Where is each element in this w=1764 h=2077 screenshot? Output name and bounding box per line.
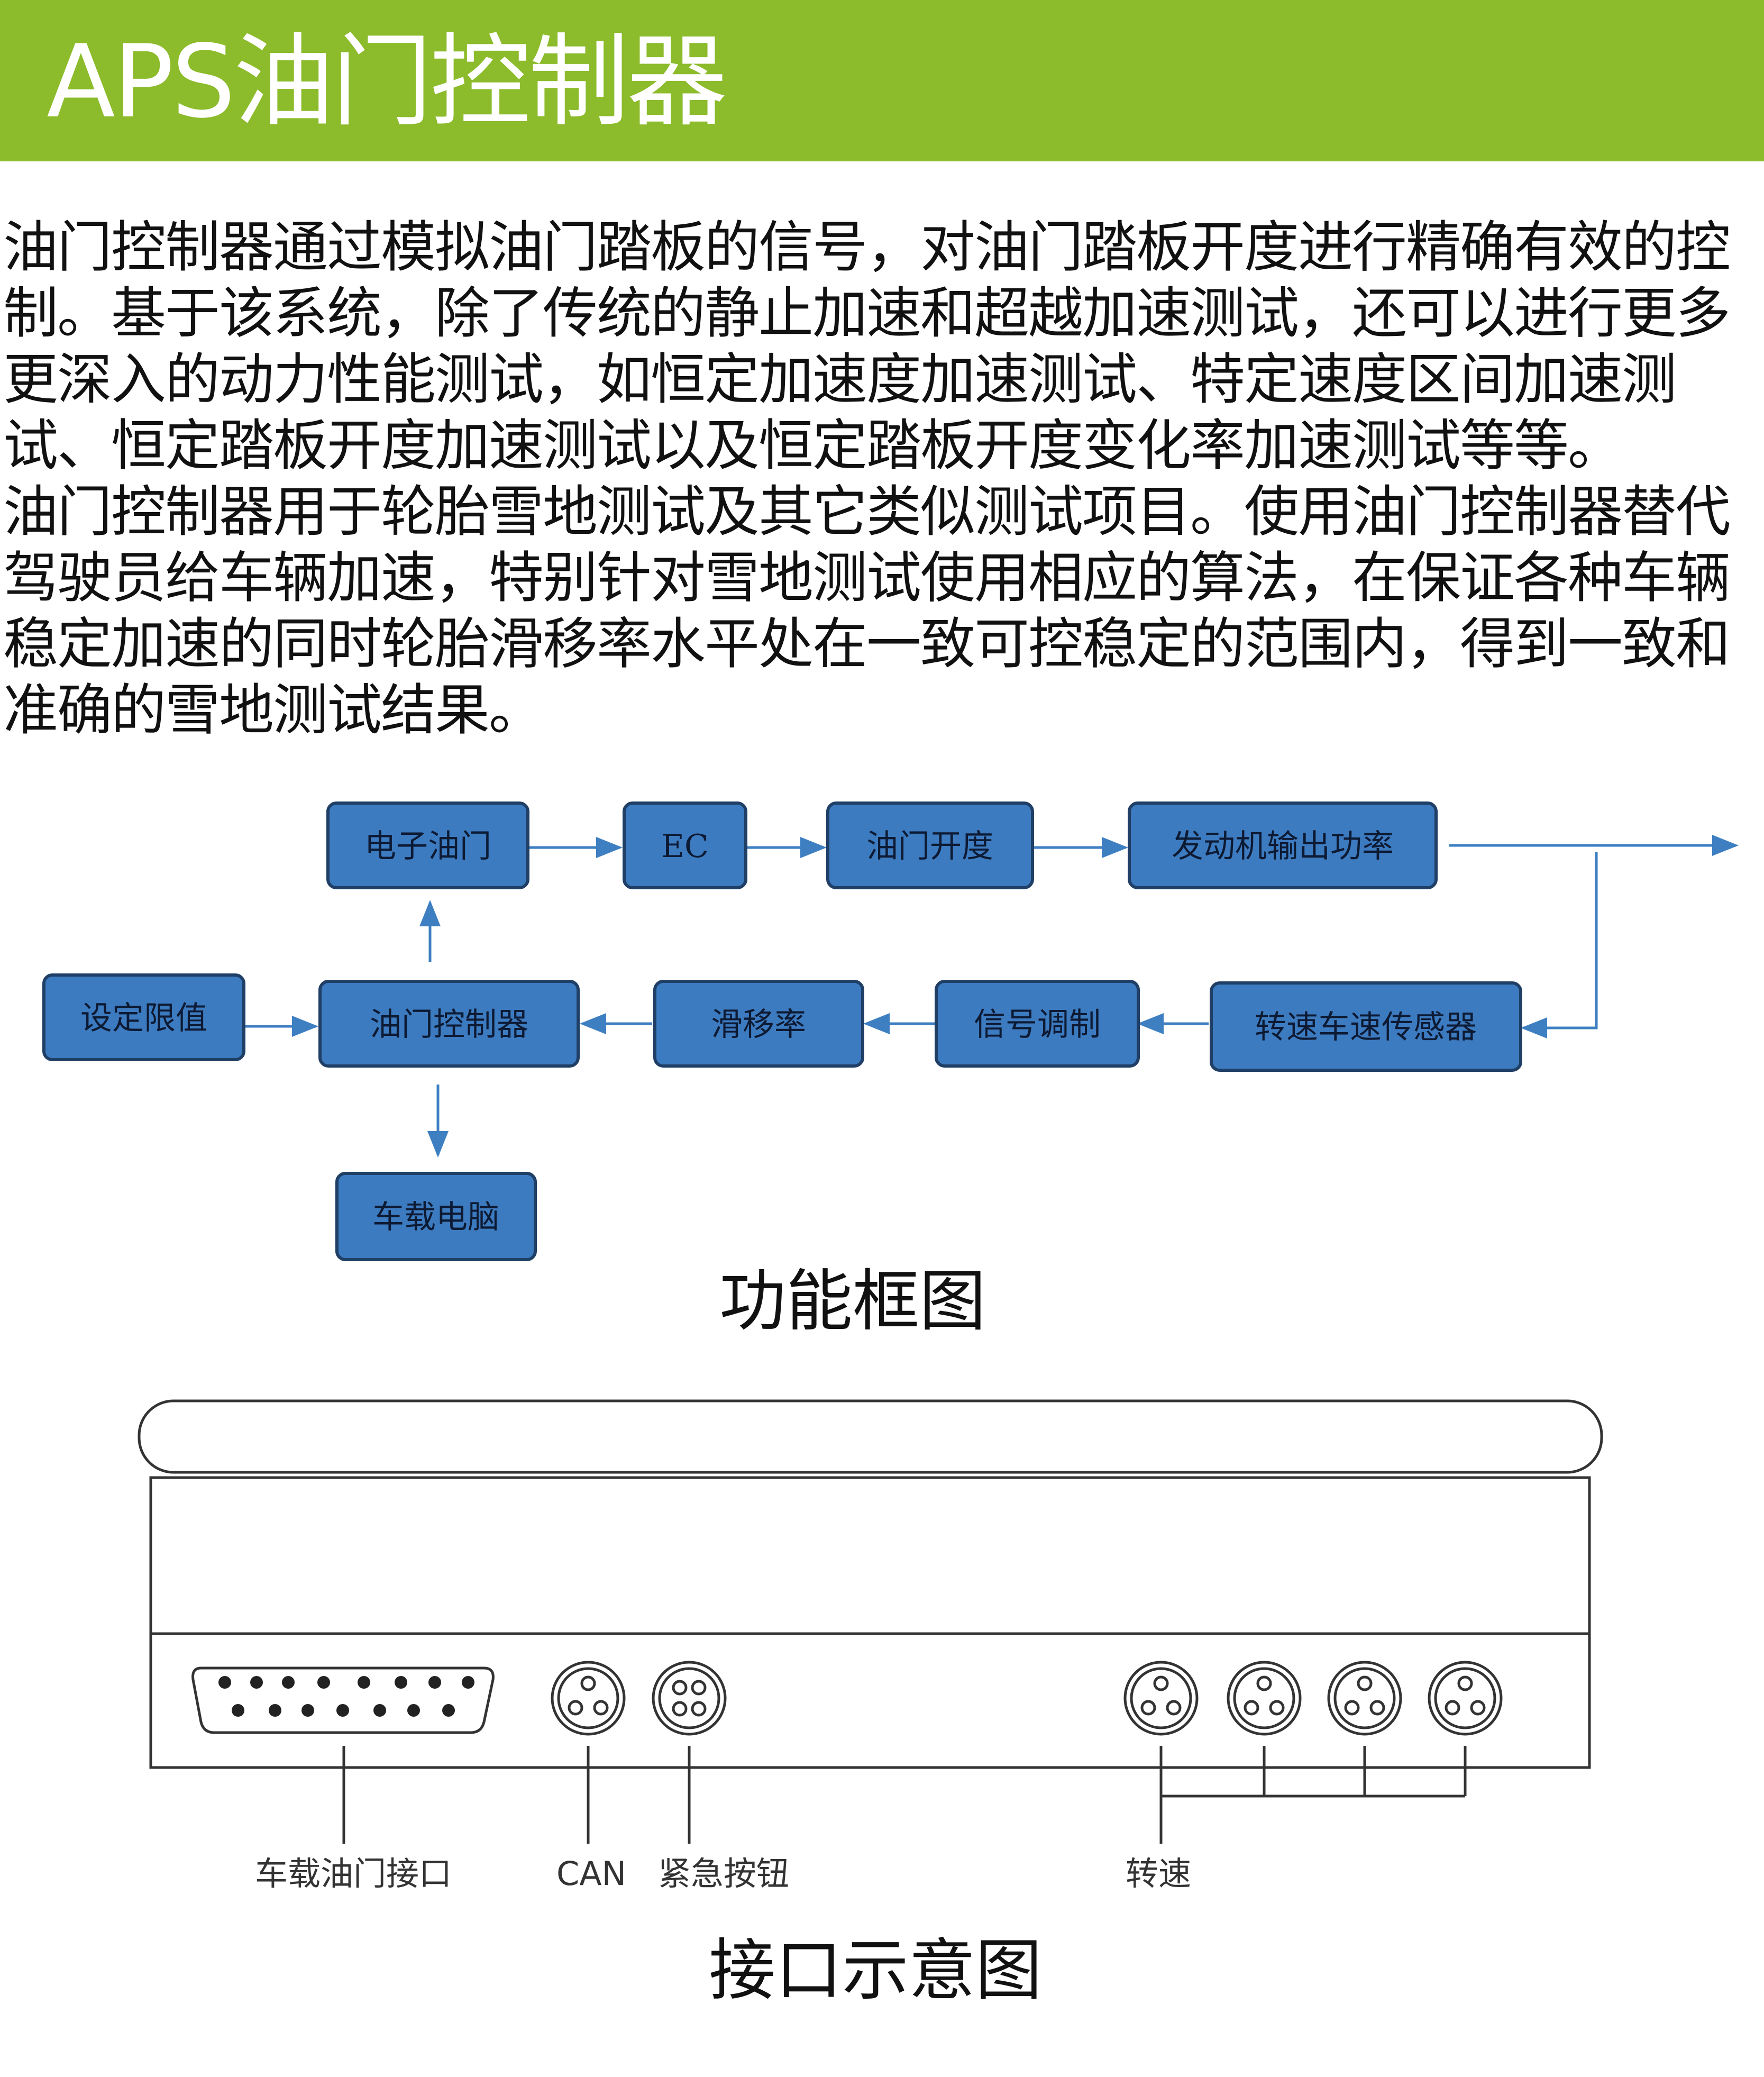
- diagram-caption: 功能框图: [719, 1262, 986, 1340]
- node-throttle-opening: 油门开度: [826, 801, 1034, 889]
- interface-caption: 接口示意图: [709, 1932, 1042, 2009]
- intro-line: 稳定加速的同时轮胎滑移率水平处在一致可控稳定的范围内，得到一致和: [3, 612, 1731, 676]
- label-can: CAN: [556, 1854, 626, 1893]
- can-connector: [551, 1661, 626, 1736]
- speed-connector: [1227, 1661, 1302, 1736]
- node-speed-sensor: 转速车速传感器: [1210, 981, 1522, 1072]
- intro-text: 油门控制器通过模拟油门踏板的信号，对油门踏板开度进行精确有效的控 制。基于该系统…: [3, 214, 1764, 743]
- node-label: 油门开度: [866, 828, 993, 865]
- function-block-diagram: 电子油门 EC 油门开度 发动机输出功率 设定限值 油门控制器 滑移率 信号调: [42, 801, 1739, 1261]
- node-label: 信号调制: [974, 1006, 1101, 1043]
- node-label: EC: [661, 828, 709, 865]
- db15-port: [191, 1666, 495, 1734]
- device-top-handle: [138, 1399, 1603, 1474]
- intro-line: 更深入的动力性能测试，如恒定加速度加速测试、特定速度区间加速测: [3, 347, 1677, 412]
- intro-line: 油门控制器通过模拟油门踏板的信号，对油门踏板开度进行精确有效的控: [3, 215, 1731, 279]
- label-throttle-port: 车载油门接口: [255, 1854, 452, 1893]
- node-label: 设定限值: [80, 1000, 207, 1037]
- speed-connector: [1327, 1661, 1402, 1736]
- speed-connector: [1428, 1661, 1503, 1736]
- node-engine-power: 发动机输出功率: [1128, 801, 1438, 889]
- node-electronic-throttle: 电子油门: [326, 801, 529, 889]
- node-label: 油门控制器: [370, 1006, 528, 1043]
- node-label: 电子油门: [364, 828, 491, 865]
- intro-line: 油门控制器用于轮胎雪地测试及其它类似测试项目。使用油门控制器替代: [3, 479, 1731, 544]
- node-onboard-computer: 车载电脑: [335, 1172, 537, 1261]
- intro-line: 准确的雪地测试结果。: [3, 678, 544, 742]
- node-label: 滑移率: [711, 1006, 806, 1043]
- node-throttle-controller: 油门控制器: [318, 980, 580, 1068]
- leader-speed-bus: [1159, 1746, 1465, 1798]
- intro-line: 驾驶员给车辆加速，特别针对雪地测试使用相应的算法，在保证各种车辆: [3, 545, 1731, 610]
- node-signal-modulation: 信号调制: [935, 980, 1140, 1068]
- label-emergency-button: 紧急按钮: [658, 1854, 789, 1893]
- interface-schematic: [138, 1399, 1603, 1844]
- node-label: 车载电脑: [372, 1199, 499, 1236]
- label-speed: 转速: [1126, 1854, 1191, 1893]
- node-slip-rate: 滑移率: [653, 980, 864, 1068]
- speed-connector: [1123, 1661, 1199, 1736]
- title-banner: APS油门控制器: [0, 0, 1764, 161]
- node-ec: EC: [623, 801, 747, 889]
- page-title: APS油门控制器: [47, 23, 727, 140]
- node-set-limit: 设定限值: [42, 973, 245, 1061]
- arrow-feedback-to-sensor: [1521, 852, 1598, 1038]
- node-label: 发动机输出功率: [1172, 828, 1394, 865]
- intro-line: 制。基于该系统，除了传统的静止加速和超越加速测试，还可以进行更多: [3, 281, 1731, 345]
- device-body: [149, 1476, 1591, 1769]
- node-label: 转速车速传感器: [1255, 1009, 1477, 1046]
- emergency-button-connector: [652, 1661, 727, 1736]
- intro-line: 试、恒定踏板开度加速测试以及恒定踏板开度变化率加速测试等等。: [3, 413, 1623, 478]
